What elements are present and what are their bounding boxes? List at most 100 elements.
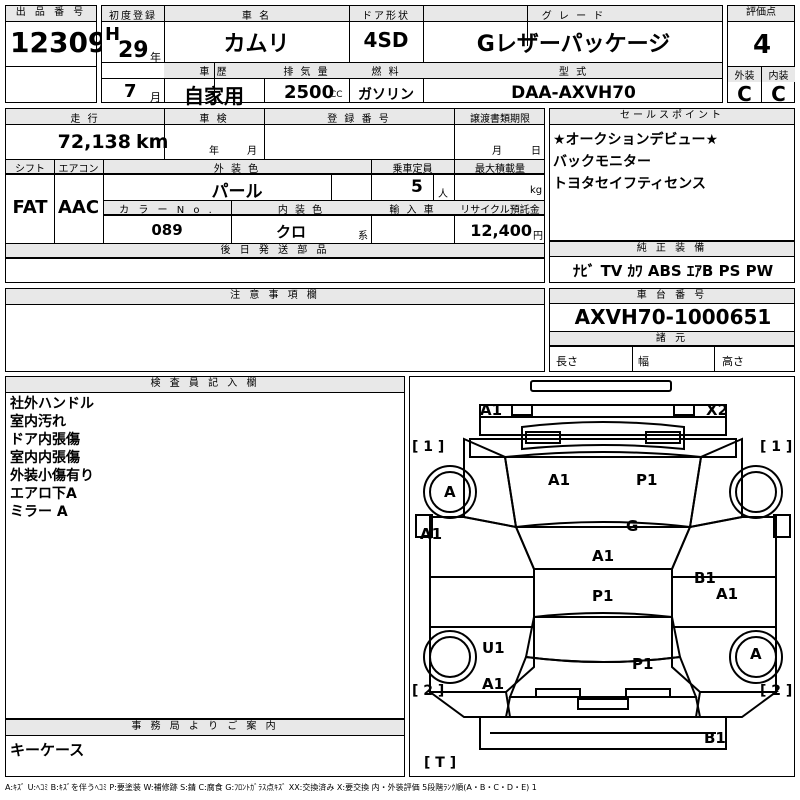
model: DAA-AXVH70 bbox=[511, 83, 636, 103]
capacity-unit: 人 bbox=[438, 189, 448, 200]
exterior-color: パール bbox=[211, 182, 263, 202]
chassis-box: 車 台 番 号 AXVH70-1000651 諸 元 長さ 幅 高さ bbox=[549, 288, 795, 372]
transfer-day-unit: 日 bbox=[531, 146, 541, 157]
fuel-label: 燃 料 bbox=[371, 67, 401, 78]
inspector-line: 室内内張傷 bbox=[10, 450, 80, 466]
model-label: 型 式 bbox=[558, 67, 589, 78]
damage-mark: A1 bbox=[716, 585, 739, 603]
equipment-box: 純 正 装 備 ﾅﾋﾞ TV ｶﾜ ABS ｴｱB PS PW bbox=[549, 241, 795, 283]
height-label: 高さ bbox=[722, 355, 744, 368]
inspector-line: エアロ下A bbox=[10, 486, 77, 502]
interior-color-unit: 系 bbox=[358, 231, 368, 242]
car-outline bbox=[415, 380, 791, 750]
import-label: 輸 入 車 bbox=[389, 205, 436, 216]
history-label: 車 歴 bbox=[199, 67, 229, 78]
damage-mark: G bbox=[626, 517, 639, 535]
car-name: カムリ bbox=[223, 32, 290, 57]
transfer-label: 譲渡書類期限 bbox=[470, 114, 530, 125]
ac-label: エアコン bbox=[58, 164, 99, 175]
bracket-label: [ 1 ] bbox=[412, 439, 445, 455]
sales-point-line: バックモニター bbox=[553, 154, 651, 170]
reg-month: 7 bbox=[124, 81, 137, 102]
interior-label: 内装 bbox=[762, 67, 795, 82]
notes-label: 注 意 事 項 欄 bbox=[6, 289, 544, 305]
lot-number: 12309 bbox=[10, 26, 108, 59]
exterior-label: 外装 bbox=[728, 67, 761, 82]
damage-mark: A bbox=[750, 645, 762, 663]
inspector-line: 外装小傷有り bbox=[10, 468, 94, 484]
legend: A:ｷｽﾞ U:ﾍｺﾐ B:ｷｽﾞを伴うﾍｺﾐ P:要塗装 W:補修跡 S:錆 … bbox=[5, 783, 537, 792]
first-reg-label: 初度登録 bbox=[109, 11, 157, 22]
transfer-month-unit: 月 bbox=[492, 146, 502, 157]
load-label: 最大積載量 bbox=[475, 164, 525, 175]
bracket-label: [ T ] bbox=[424, 755, 457, 771]
shift-label: シフト bbox=[15, 164, 45, 175]
later-parts-label: 後 日 発 送 部 品 bbox=[6, 244, 544, 258]
exterior-score: C bbox=[737, 82, 752, 106]
damage-mark: B1 bbox=[704, 729, 726, 747]
reg-year: 29 bbox=[118, 38, 149, 63]
damage-mark: P1 bbox=[632, 655, 654, 673]
office-note: キーケース bbox=[10, 741, 85, 759]
door-type: 4SD bbox=[363, 28, 409, 52]
equipment-list: ﾅﾋﾞ TV ｶﾜ ABS ｴｱB PS PW bbox=[572, 262, 774, 280]
interior-color: クロ bbox=[275, 223, 306, 241]
length-label: 長さ bbox=[556, 355, 578, 368]
colorno-label: カ ラ ー N o . bbox=[119, 205, 215, 216]
bracket-label: [ 2 ] bbox=[412, 683, 445, 699]
displacement-label: 排 気 量 bbox=[283, 67, 330, 78]
details-box: 走 行 車 検 登 録 番 号 譲渡書類期限 72,138 km 年 月 月 日… bbox=[5, 108, 545, 283]
damage-mark: X2 bbox=[706, 401, 729, 419]
damage-mark: A1 bbox=[420, 525, 443, 543]
mileage-label: 走 行 bbox=[70, 114, 100, 125]
capacity-label: 乗車定員 bbox=[392, 164, 433, 175]
color-number: 089 bbox=[151, 221, 183, 239]
score-box: 評価点 4 外装 内装 C C bbox=[727, 5, 795, 106]
inspection-year-unit: 年 bbox=[209, 146, 219, 157]
damage-mark: B1 bbox=[694, 569, 716, 587]
damage-mark: U1 bbox=[482, 639, 505, 657]
grade: Gレザーパッケージ bbox=[476, 32, 671, 57]
damage-mark: P1 bbox=[592, 587, 614, 605]
bracket-label: [ 1 ] bbox=[760, 439, 793, 455]
displacement: 2500 bbox=[284, 82, 335, 103]
office-box: 事 務 局 よ り ご 案 内 キーケース bbox=[5, 719, 405, 777]
shift: FAT bbox=[12, 197, 48, 218]
month-unit: 月 bbox=[150, 91, 161, 104]
fuel: ガソリン bbox=[358, 87, 414, 103]
damage-mark: P1 bbox=[636, 471, 658, 489]
mileage: 72,138 bbox=[57, 131, 131, 153]
grade-label: グ レ ー ド bbox=[541, 11, 606, 22]
inspector-label: 検 査 員 記 入 欄 bbox=[6, 377, 404, 393]
car-diagram: A1 X2 [ 1 ] [ 1 ] A A1 P1 G A1 A1 B1 P1 … bbox=[409, 376, 795, 777]
office-label: 事 務 局 よ り ご 案 内 bbox=[6, 720, 404, 736]
lot-box: 出 品 番 号 12309 bbox=[5, 5, 107, 103]
inspector-line: 社外ハンドル bbox=[10, 396, 94, 412]
recycle-deposit: 12,400 bbox=[470, 221, 532, 240]
recycle-unit: 円 bbox=[533, 231, 543, 242]
score: 4 bbox=[752, 30, 772, 60]
main-header-box: 初度登録 車 名 ドア形状 グ レ ー ド H 29 年 カムリ 4SD Gレザ… bbox=[101, 5, 723, 108]
door-label: ドア形状 bbox=[362, 11, 410, 22]
load-unit: kg bbox=[530, 185, 543, 196]
damage-mark: A1 bbox=[482, 675, 505, 693]
inspection-label: 車 検 bbox=[199, 114, 229, 125]
ac: AAC bbox=[57, 197, 100, 218]
damage-mark: A1 bbox=[592, 547, 615, 565]
lot-label: 出 品 番 号 bbox=[6, 6, 96, 22]
notes-box: 注 意 事 項 欄 bbox=[5, 288, 545, 372]
inspector-line: ミラー A bbox=[10, 504, 68, 520]
year-unit: 年 bbox=[150, 51, 161, 64]
chassis-label: 車 台 番 号 bbox=[550, 289, 794, 304]
sales-point-line: ★オークションデビュー★ bbox=[553, 132, 719, 148]
capacity: 5 bbox=[411, 177, 423, 197]
dims-label: 諸 元 bbox=[550, 332, 794, 346]
regno-label: 登 録 番 号 bbox=[327, 114, 391, 125]
sales-points-box: セールスポイント ★オークションデビュー★ バックモニター トヨタセイフティセン… bbox=[549, 108, 795, 241]
history: 自家用 bbox=[184, 84, 244, 108]
bracket-label: [ 2 ] bbox=[760, 683, 793, 699]
inspection-month-unit: 月 bbox=[247, 146, 257, 157]
color-label: 外 装 色 bbox=[213, 164, 261, 175]
sales-points-label: セールスポイント bbox=[550, 109, 794, 125]
damage-mark: A1 bbox=[480, 401, 503, 419]
